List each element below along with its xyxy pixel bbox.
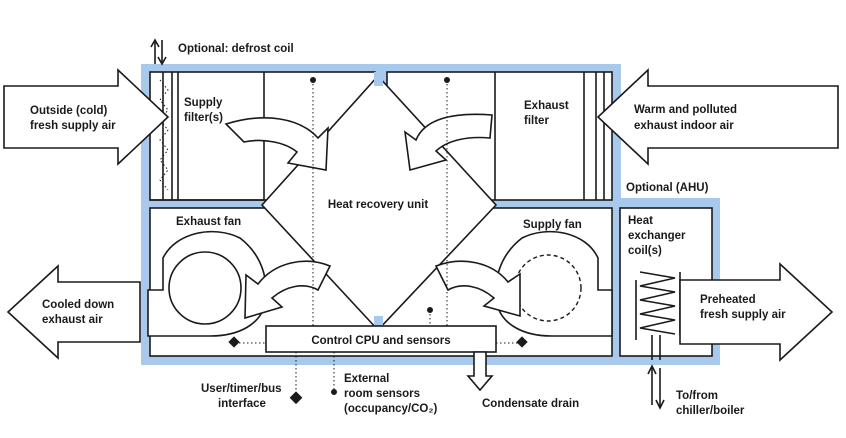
- sensor-dot-top-right: [444, 77, 450, 83]
- outside-air-arrow: [3, 68, 170, 166]
- exhaust-filter-label-1: Exhaust: [524, 100, 569, 112]
- external-sensors-label-2: room sensors: [344, 388, 420, 400]
- exhaust-fan-arrow: [244, 260, 332, 320]
- exhaust-filter-label-2: filter: [524, 115, 549, 127]
- sensor-dot-external: [331, 389, 337, 395]
- heat-exchanger-label-2: exchanger: [628, 230, 686, 242]
- sensor-diamond-left: [228, 336, 240, 348]
- warm-air-label-2: exhaust indoor air: [634, 120, 734, 132]
- warm-air-arrow: [596, 68, 839, 166]
- preheated-air-label-1: Preheated: [700, 294, 756, 306]
- chiller-arrows: [647, 364, 665, 410]
- user-interface-diamond: [289, 391, 303, 405]
- sensor-dot-bottom: [427, 307, 433, 313]
- heat-recovery-label: Heat recovery unit: [328, 199, 429, 211]
- exhaust-flow-arrow: [403, 113, 493, 172]
- chiller-boiler-label-1: To/from: [676, 390, 718, 402]
- control-cpu-box: Control CPU and sensors: [265, 325, 497, 353]
- user-interface-label-1: User/timer/bus: [201, 383, 282, 395]
- preheated-air-arrow: [679, 262, 834, 362]
- sensor-lines: [235, 80, 522, 394]
- condensate-drain-arrow: [466, 351, 494, 392]
- supply-fan-label: Supply fan: [523, 219, 582, 231]
- heat-exchanger-label-3: coil(s): [628, 245, 662, 257]
- cooled-air-label-2: exhaust air: [42, 314, 103, 326]
- exhaust-fan: [147, 230, 268, 337]
- external-sensors-label-1: External: [344, 373, 389, 385]
- defrost-coil-label: Optional: defrost coil: [178, 43, 294, 55]
- external-sensors-label-3: (occupancy/CO₂): [344, 403, 437, 415]
- supply-fan: [494, 230, 613, 337]
- optional-ahu-label: Optional (AHU): [626, 182, 709, 194]
- heat-exchanger-label-1: Heat: [628, 215, 653, 227]
- warm-air-label-1: Warm and polluted: [634, 104, 737, 116]
- cooled-air-label-1: Cooled down: [42, 299, 114, 311]
- user-interface-label-2: interface: [218, 398, 266, 410]
- outside-air-label-2: fresh supply air: [30, 120, 116, 132]
- supply-fan-arrow: [434, 260, 521, 318]
- exhaust-filter: [494, 72, 605, 200]
- preheated-air-label-2: fresh supply air: [700, 309, 786, 321]
- supply-flow-arrow: [224, 117, 329, 171]
- cooled-air-arrow: [6, 264, 141, 360]
- sensor-dot-top-left: [310, 77, 316, 83]
- outside-air-label-1: Outside (cold): [30, 105, 107, 117]
- defrost-coil-zigzag: [159, 79, 169, 191]
- chiller-boiler-label-2: chiller/boiler: [676, 405, 745, 417]
- sensor-diamond-right: [516, 336, 528, 348]
- exhaust-fan-label: Exhaust fan: [176, 216, 241, 228]
- condensate-drain-label: Condensate drain: [482, 398, 579, 410]
- defrost-arrows: [150, 38, 167, 66]
- control-cpu-label: Control CPU and sensors: [311, 335, 450, 347]
- supply-filter-label-2: filter(s): [184, 112, 223, 124]
- supply-filter-label-1: Supply: [184, 97, 223, 109]
